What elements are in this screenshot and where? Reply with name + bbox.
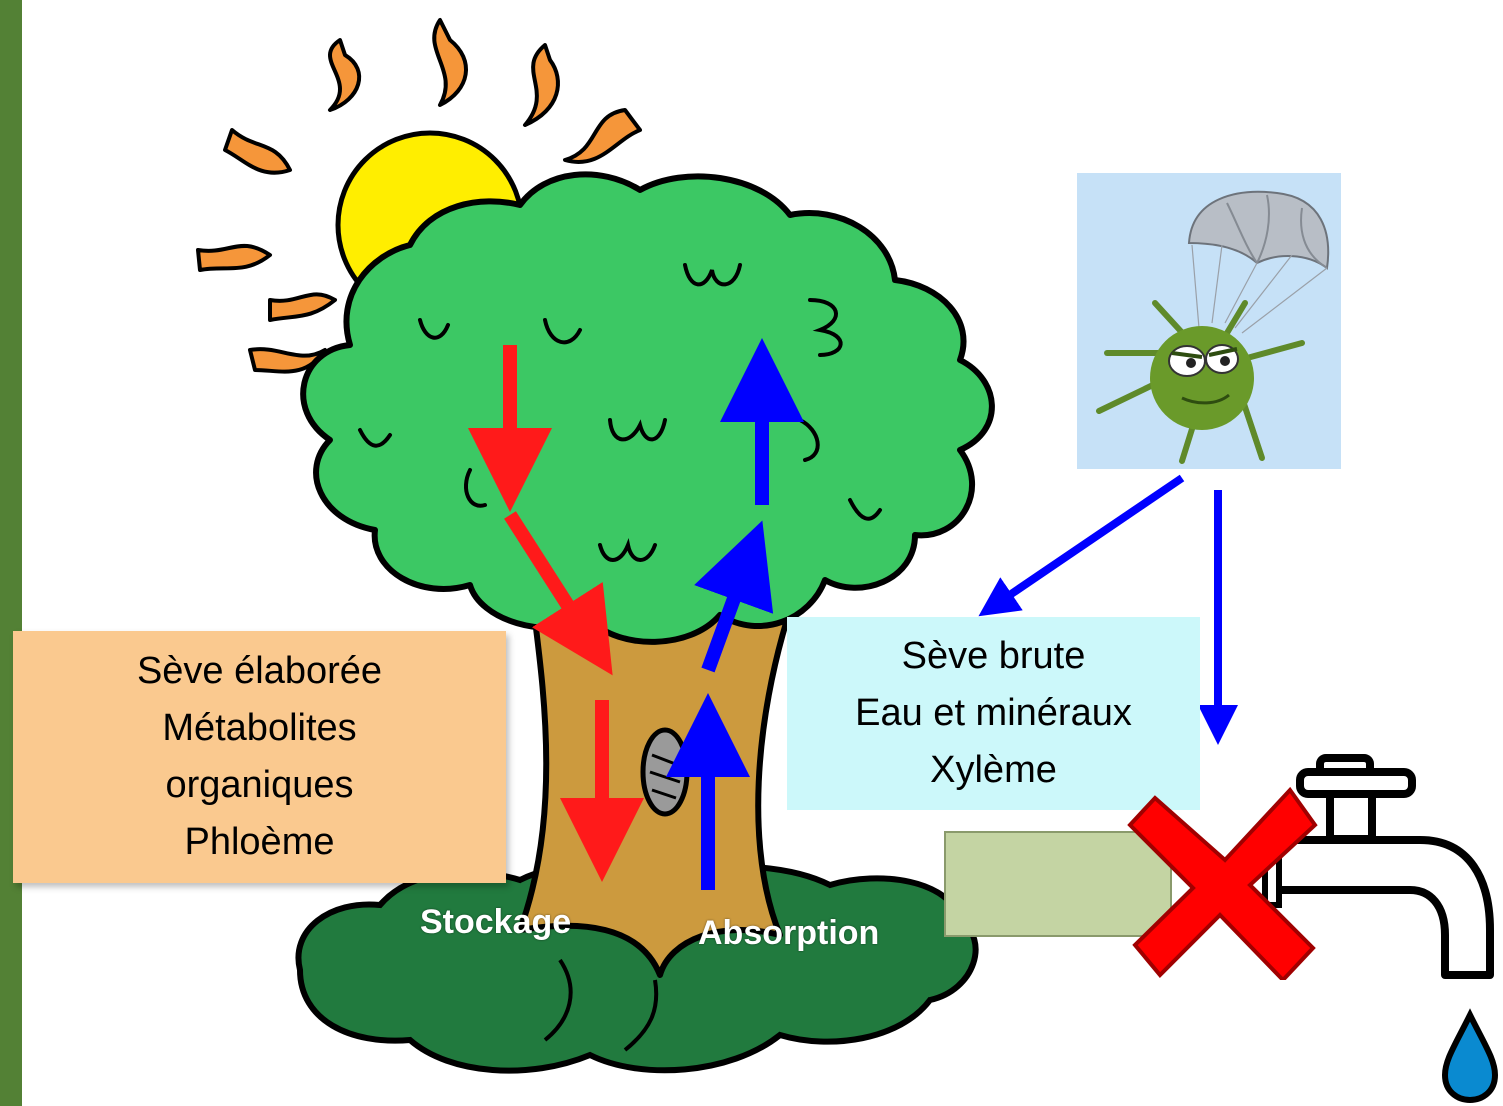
xylem-line-2: Eau et minéraux xyxy=(855,685,1132,742)
blocked-x-icon xyxy=(1125,780,1325,980)
label-stockage: Stockage xyxy=(420,903,571,942)
trunk-knot-icon xyxy=(643,730,687,814)
phloem-line-4: Phloème xyxy=(185,814,335,871)
xylem-line-1: Sève brute xyxy=(902,628,1086,685)
phloem-line-1: Sève élaborée xyxy=(137,643,382,700)
blue-arrow-to-sap-box xyxy=(995,478,1182,605)
water-drop-icon xyxy=(1445,1015,1495,1100)
phloem-sap-box: Sève élaborée Métabolites organiques Phl… xyxy=(13,631,506,883)
phloem-line-2: Métabolites xyxy=(162,700,356,757)
label-absorption: Absorption xyxy=(698,914,879,953)
xylem-line-3: Xylème xyxy=(930,742,1057,799)
virus-parachute-image xyxy=(1077,173,1341,469)
phloem-line-3: organiques xyxy=(165,757,353,814)
tree-foliage xyxy=(303,174,992,642)
